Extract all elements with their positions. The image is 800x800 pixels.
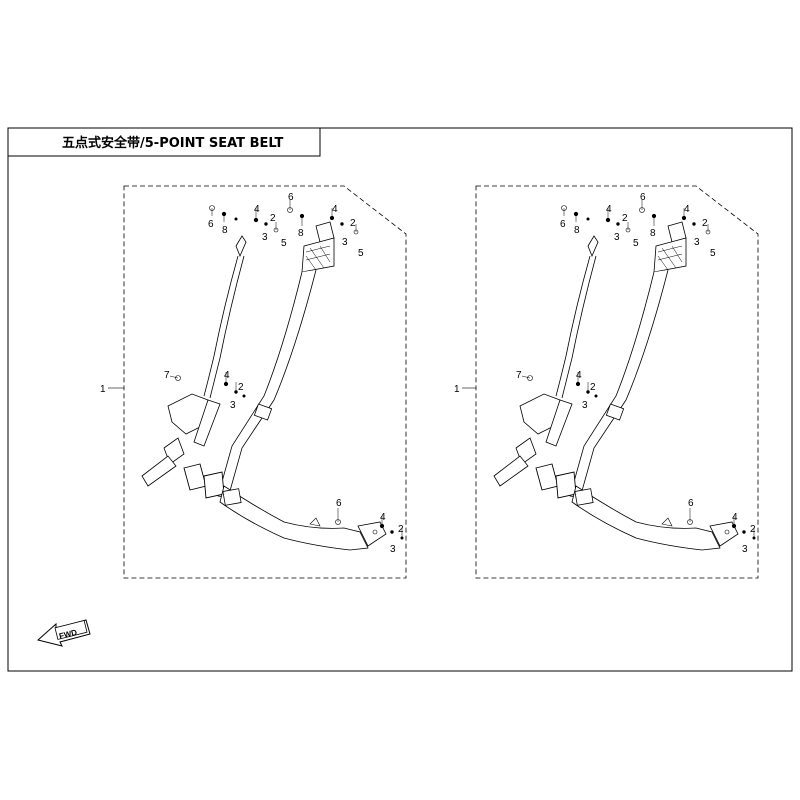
title-box	[7, 127, 321, 157]
callout-6: 6	[288, 192, 294, 203]
callout-4: 4	[254, 204, 260, 215]
callout-2: 2	[750, 524, 756, 535]
assembly-label-right: 1	[454, 384, 460, 395]
callout-8: 8	[574, 225, 580, 236]
callout-8: 8	[650, 228, 656, 239]
seat-belt-assembly-left	[123, 185, 407, 579]
callout-2: 2	[622, 213, 628, 224]
callout-4: 4	[684, 204, 690, 215]
callout-2: 2	[702, 218, 708, 229]
callout-6: 6	[640, 192, 646, 203]
callouts-left: 6 8 4 2 3 5 6 8 4 2 3 5 7 4 2 3 6 4 2 3	[164, 192, 404, 555]
callout-4: 4	[606, 204, 612, 215]
callout-3: 3	[694, 237, 700, 248]
callout-6: 6	[208, 219, 214, 230]
seat-belt-assembly-right	[475, 185, 759, 579]
callout-8: 8	[298, 228, 304, 239]
callout-5: 5	[633, 238, 639, 249]
callout-3: 3	[262, 232, 268, 243]
callout-2: 2	[270, 213, 276, 224]
callout-4: 4	[224, 370, 230, 381]
callout-3: 3	[342, 237, 348, 248]
callout-6: 6	[336, 498, 342, 509]
callout-4: 4	[332, 204, 338, 215]
fwd-label: FWD	[58, 628, 78, 641]
callout-8: 8	[222, 225, 228, 236]
fwd-arrow-icon: FWD	[36, 619, 91, 647]
callout-4: 4	[380, 512, 386, 523]
callout-2: 2	[238, 382, 244, 393]
callout-2: 2	[350, 218, 356, 229]
callout-5: 5	[358, 248, 364, 259]
callout-3: 3	[614, 232, 620, 243]
assembly-label-left: 1	[100, 384, 106, 395]
assembly-ref-right: 1	[454, 384, 476, 395]
assembly-ref-left: 1	[100, 384, 124, 395]
callout-3: 3	[582, 400, 588, 411]
callout-3: 3	[390, 544, 396, 555]
callout-4: 4	[732, 512, 738, 523]
callout-6: 6	[560, 219, 566, 230]
sheet-frame	[7, 127, 793, 672]
callout-2: 2	[398, 524, 404, 535]
callout-3: 3	[742, 544, 748, 555]
callout-7: 7	[516, 370, 522, 381]
callout-3: 3	[230, 400, 236, 411]
callout-5: 5	[281, 238, 287, 249]
page-title: 五点式安全带/5-POINT SEAT BELT	[62, 135, 283, 151]
callouts-right: 6 8 4 2 3 5 6 8 4 2 3 5 7 4 2 3 6 4 2 3	[516, 192, 756, 555]
callout-7: 7	[164, 370, 170, 381]
callout-6: 6	[688, 498, 694, 509]
callout-2: 2	[590, 382, 596, 393]
callout-4: 4	[576, 370, 582, 381]
callout-5: 5	[710, 248, 716, 259]
